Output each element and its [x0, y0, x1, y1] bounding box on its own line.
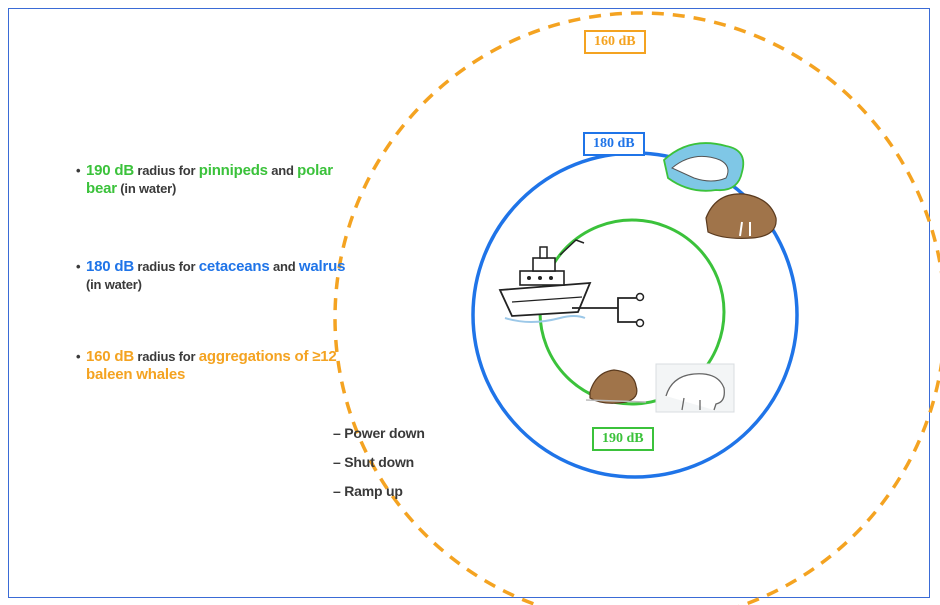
walrus-icon	[705, 193, 777, 239]
label-160db: 160 dB	[584, 30, 646, 54]
bullet-text: radius for	[134, 349, 199, 364]
bullet-text: (in water)	[86, 277, 142, 292]
db-value: 190 dB	[86, 162, 134, 179]
seal-icon	[585, 369, 647, 404]
species-baleen-whales: baleen whales	[86, 366, 186, 383]
bullet-dot: •	[76, 163, 81, 178]
label-190db: 190 dB	[592, 427, 654, 451]
bullet-190db: • 190 dB radius for pinnipeds and polar …	[76, 162, 436, 198]
species-bear: bear	[86, 180, 117, 197]
action-power-down: – Power down	[333, 425, 425, 441]
db-value: 160 dB	[86, 348, 134, 365]
beluga-icon	[663, 142, 745, 192]
hydrophone-icon	[572, 292, 645, 328]
action-ramp-up: – Ramp up	[333, 483, 403, 499]
ship-icon	[498, 239, 592, 323]
bullet-text: radius for	[134, 259, 199, 274]
action-shut-down: – Shut down	[333, 454, 415, 470]
bullet-dot: •	[76, 259, 81, 274]
species-cetaceans: cetaceans	[198, 258, 270, 275]
species-polar: polar	[297, 162, 333, 179]
bullet-text: and	[269, 259, 299, 274]
label-180db: 180 dB	[583, 132, 645, 156]
bullet-160db: • 160 dB radius for aggregations of ≥12 …	[76, 348, 446, 384]
mitigation-actions: – Power down – Shut down – Ramp up	[333, 419, 425, 506]
zone-160db-circle	[333, 11, 940, 605]
polar-bear-icon	[655, 363, 735, 413]
bullet-text: radius for	[134, 163, 199, 178]
species-pinnipeds: pinnipeds	[198, 162, 268, 179]
db-value: 180 dB	[86, 258, 134, 275]
bullet-text: and	[267, 163, 298, 178]
slide-frame	[8, 8, 930, 598]
bullet-text: (in water)	[116, 181, 177, 196]
bullet-180db: • 180 dB radius for cetaceans and walrus…	[76, 258, 456, 294]
bullet-dot: •	[76, 349, 81, 364]
species-walrus: walrus	[298, 258, 346, 275]
species-aggregations: aggregations of ≥12	[198, 348, 337, 365]
